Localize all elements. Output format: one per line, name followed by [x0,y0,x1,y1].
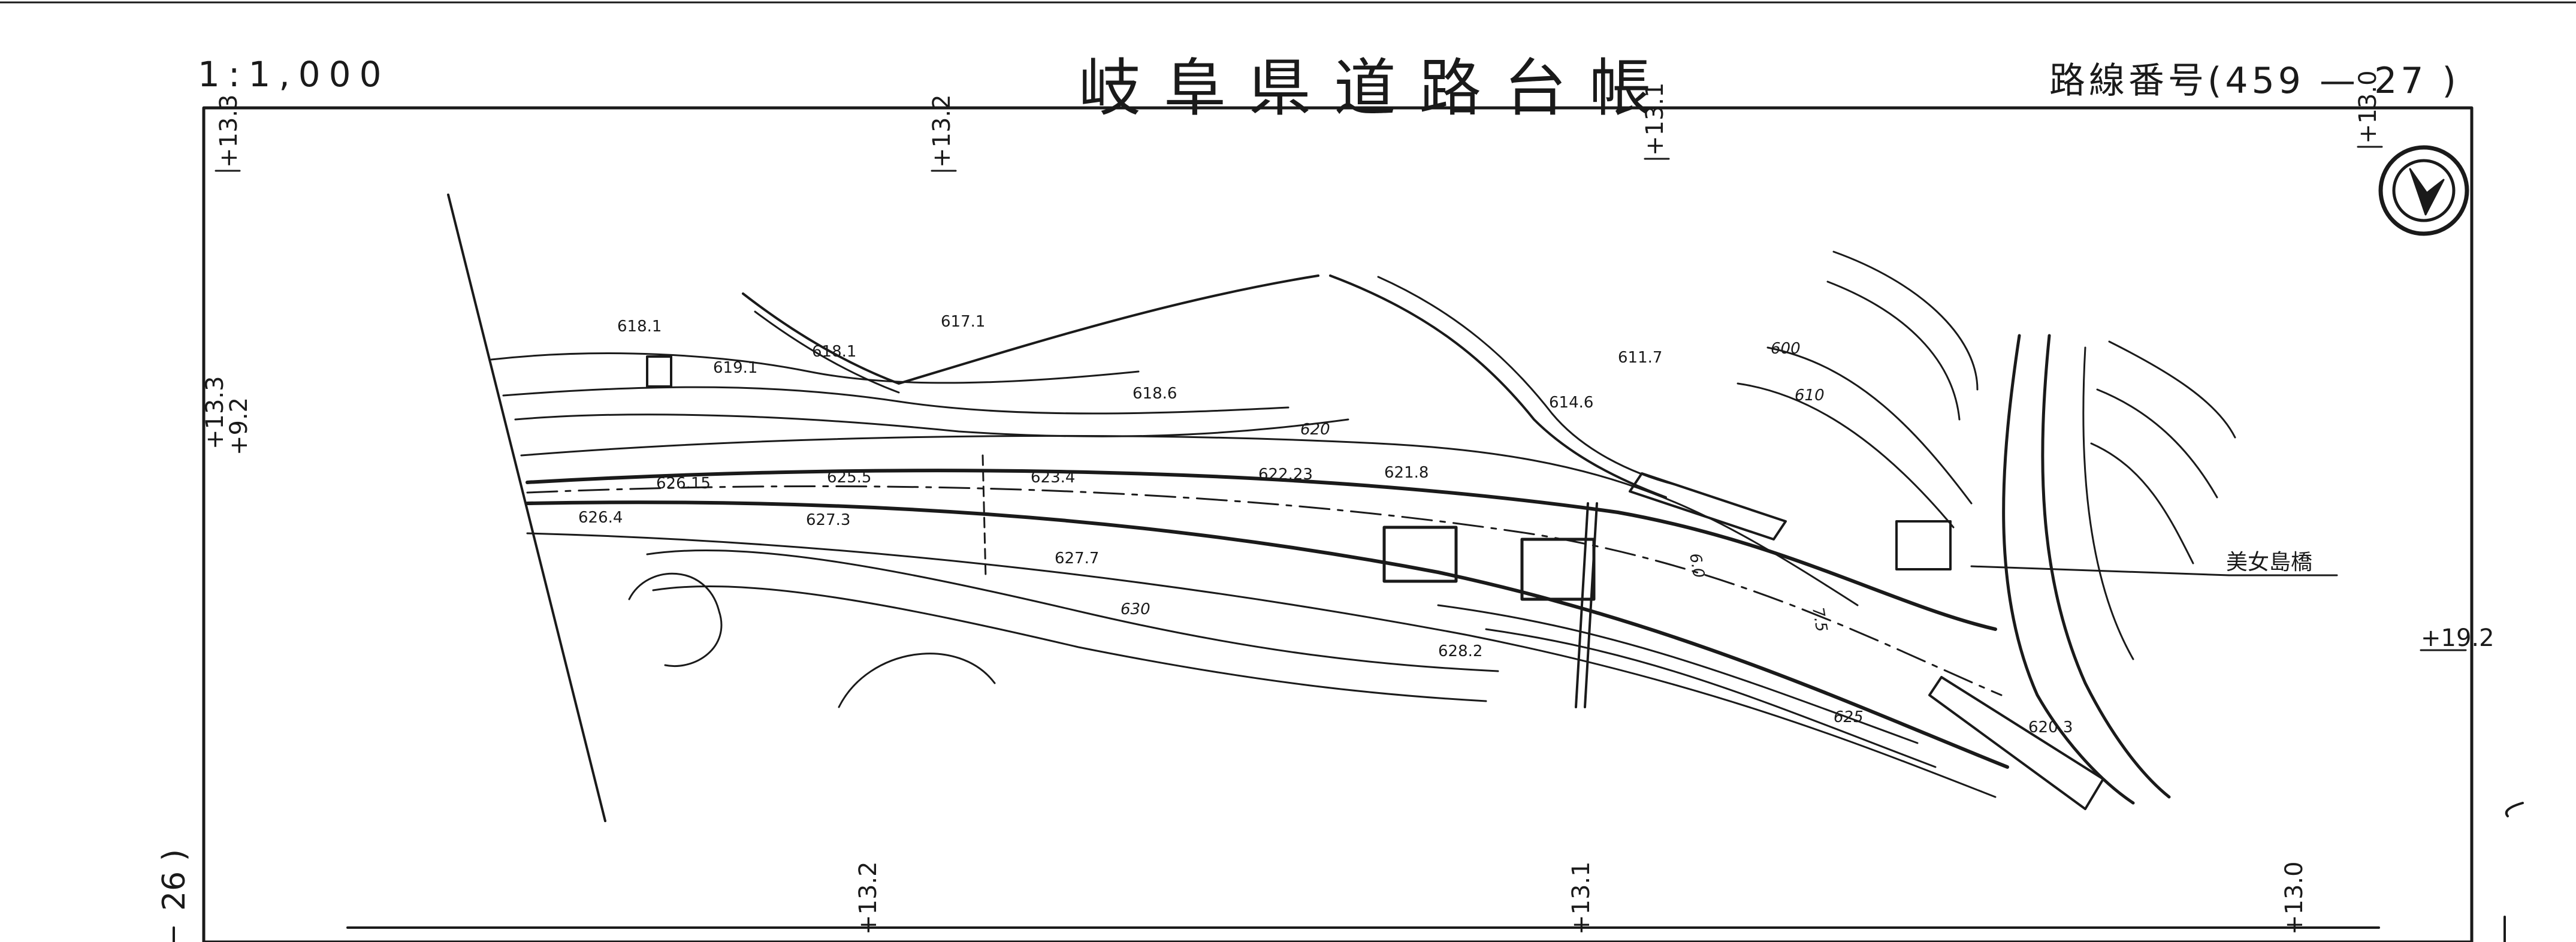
chainage-left-2: +9.2 [225,397,253,455]
contour-label: 630 [1121,600,1150,618]
contour-line [490,352,1140,384]
elevation-label: 618.1 [617,318,662,336]
contour-label: 6.0 [1686,552,1708,579]
hatched-revetment [1895,520,1952,570]
slope-bottom-line [754,310,900,394]
chainage-right: +19.2 [2421,624,2495,652]
contour-line [652,585,1487,702]
side-road-north-a [1329,274,1667,499]
contour-line [2108,340,2236,439]
chainage-top-3: +13.1 [1641,82,1669,156]
elevation-label: 614.6 [1549,394,1593,412]
contour-line [1832,250,1979,391]
contour-line [2090,442,2194,564]
section-line [982,454,987,579]
contour-label: 7.5 [1808,606,1831,633]
elevation-label: 625.5 [827,469,871,487]
contour-label: 610 [1795,387,1825,404]
left-sheet-number: 26 ) [156,849,192,911]
building-block [1382,526,1458,583]
elevation-label: 627.3 [806,511,850,529]
elevation-label: 628.2 [1438,642,1482,660]
chainage-top-1: +13.3 [215,94,243,168]
contour-line [1737,382,1955,529]
chainage-bottom-2: +13.1 [1568,861,1595,935]
elevation-label: 621.8 [1384,464,1429,482]
contour-labels: 600 610 620 630 625 6.0 7.5 [1121,340,1864,726]
contour-label: 600 [1771,340,1801,358]
map-title: 岐阜県道路台帳 [1079,52,1675,125]
elevation-label: 617.1 [941,313,985,331]
contour-line [1485,628,1937,768]
side-road-north-b [1377,276,1679,487]
elevation-labels: 618.1 617.1 618.1 619.1 618.6 611.7 614.… [578,313,2073,736]
elevation-label: 626.15 [656,475,711,493]
contour-line [502,386,1289,415]
hatched-revetment [1928,676,2104,810]
slope-top-line [742,274,1319,385]
contour-line [1437,604,1919,744]
building-block [646,355,672,388]
road-edge-south [526,500,2009,769]
chainage-bottom-3: +13.0 [2281,861,2308,935]
contour-line [838,653,996,708]
contour-line [514,413,1349,437]
elevation-label: 619.1 [713,359,757,377]
bridge-deck-east-edge [2041,334,2171,799]
survey-boundary-left [447,194,606,822]
elevation-label: 618.6 [1133,385,1177,403]
chainage-left-1: +13.3 [201,376,229,449]
contour-line [646,549,1499,672]
elevation-label: 626.4 [578,509,623,527]
contour-line [2096,388,2218,499]
section-line [1575,502,1589,708]
contour-line [1826,280,1961,421]
map-frame [202,106,2474,942]
chainage-top-4: +13.0 [2354,70,2382,144]
scale-label: 1:1,000 [198,54,390,95]
bridge-rail [2082,346,2134,660]
bridge-name-label: 美女島橋 [2226,550,2312,575]
elevation-label: 622.23 [1258,466,1313,484]
road-edge-north [526,469,1997,631]
elevation-label: 611.7 [1618,349,1662,367]
bridge-deck-west-edge [2002,334,2135,805]
chainage-top-2: +13.2 [928,94,956,168]
north-arrow-icon [2378,145,2469,236]
road-centerline [526,485,2003,696]
elevation-label: 618.1 [812,343,856,361]
bridge-leader-line [1970,565,2230,576]
elevation-label: 627.7 [1055,550,1099,567]
route-number-label: 路線番号(459 — 27 ) [2049,60,2460,102]
contour-label: 620 [1300,421,1330,439]
contour-line [628,572,723,667]
section-line [1584,502,1598,708]
elevation-label: 623.4 [1031,469,1075,487]
contour-label: 625 [1834,708,1864,726]
road-shoulder-south [526,532,1997,798]
contour-line [1766,346,1973,505]
elevation-label: 620.3 [2028,718,2073,736]
right-edge-bracket [2505,802,2524,817]
hatched-revetment [1629,472,1787,541]
chainage-bottom-1: +13.2 [854,861,882,935]
